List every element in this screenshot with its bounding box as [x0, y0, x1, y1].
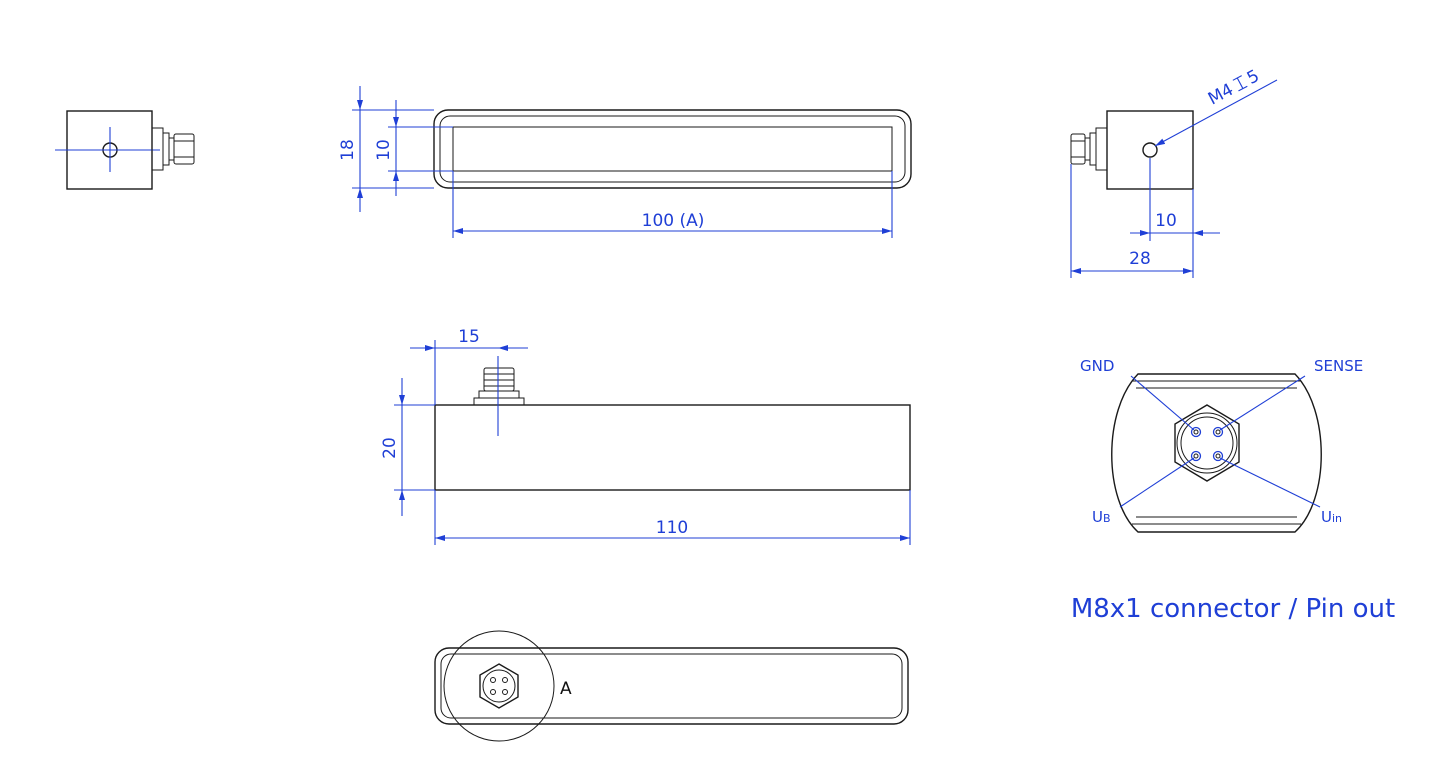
right-end-view: M4 5 10 28 — [1070, 66, 1278, 278]
connector-face-icon — [479, 663, 519, 709]
dim-total-length: 110 — [656, 518, 688, 538]
top-view: 18 10 100 (A) — [338, 86, 912, 238]
dim-connector-offset: 15 — [458, 327, 480, 347]
detail-label: A — [560, 679, 572, 699]
pin-ub — [1190, 450, 1202, 462]
dim-width: 28 — [1129, 249, 1151, 269]
label-uin: Uin — [1321, 508, 1342, 526]
pinout-hex-nut — [1174, 404, 1240, 482]
label-ub: UB — [1092, 508, 1111, 526]
pin-uin — [1212, 450, 1224, 462]
dim-body-height: 20 — [380, 437, 400, 459]
connector-top-icon — [473, 367, 525, 406]
thread-depth: 5 — [1244, 66, 1263, 89]
pinout-caption: M8x1 connector / Pin out — [1071, 594, 1395, 624]
front-view: 15 20 110 — [380, 327, 911, 545]
dim-height-outer: 18 — [338, 139, 358, 161]
thread-size: M4 — [1205, 80, 1237, 110]
pin-sense — [1212, 426, 1224, 438]
pin-gnd — [1190, 426, 1202, 438]
dim-length-a: 100 (A) — [642, 211, 705, 231]
left-end-view — [55, 110, 195, 190]
connector-side-icon-right — [1070, 127, 1108, 171]
dim-height-inner: 10 — [374, 139, 394, 161]
connector-side-icon — [151, 127, 195, 171]
detail-circle — [443, 630, 555, 742]
bottom-view: A — [434, 630, 909, 742]
pinout-view: GND SENSE UB Uin — [1080, 357, 1363, 533]
dim-hole-offset: 10 — [1155, 211, 1177, 231]
label-gnd: GND — [1080, 357, 1114, 375]
label-sense: SENSE — [1314, 357, 1363, 375]
